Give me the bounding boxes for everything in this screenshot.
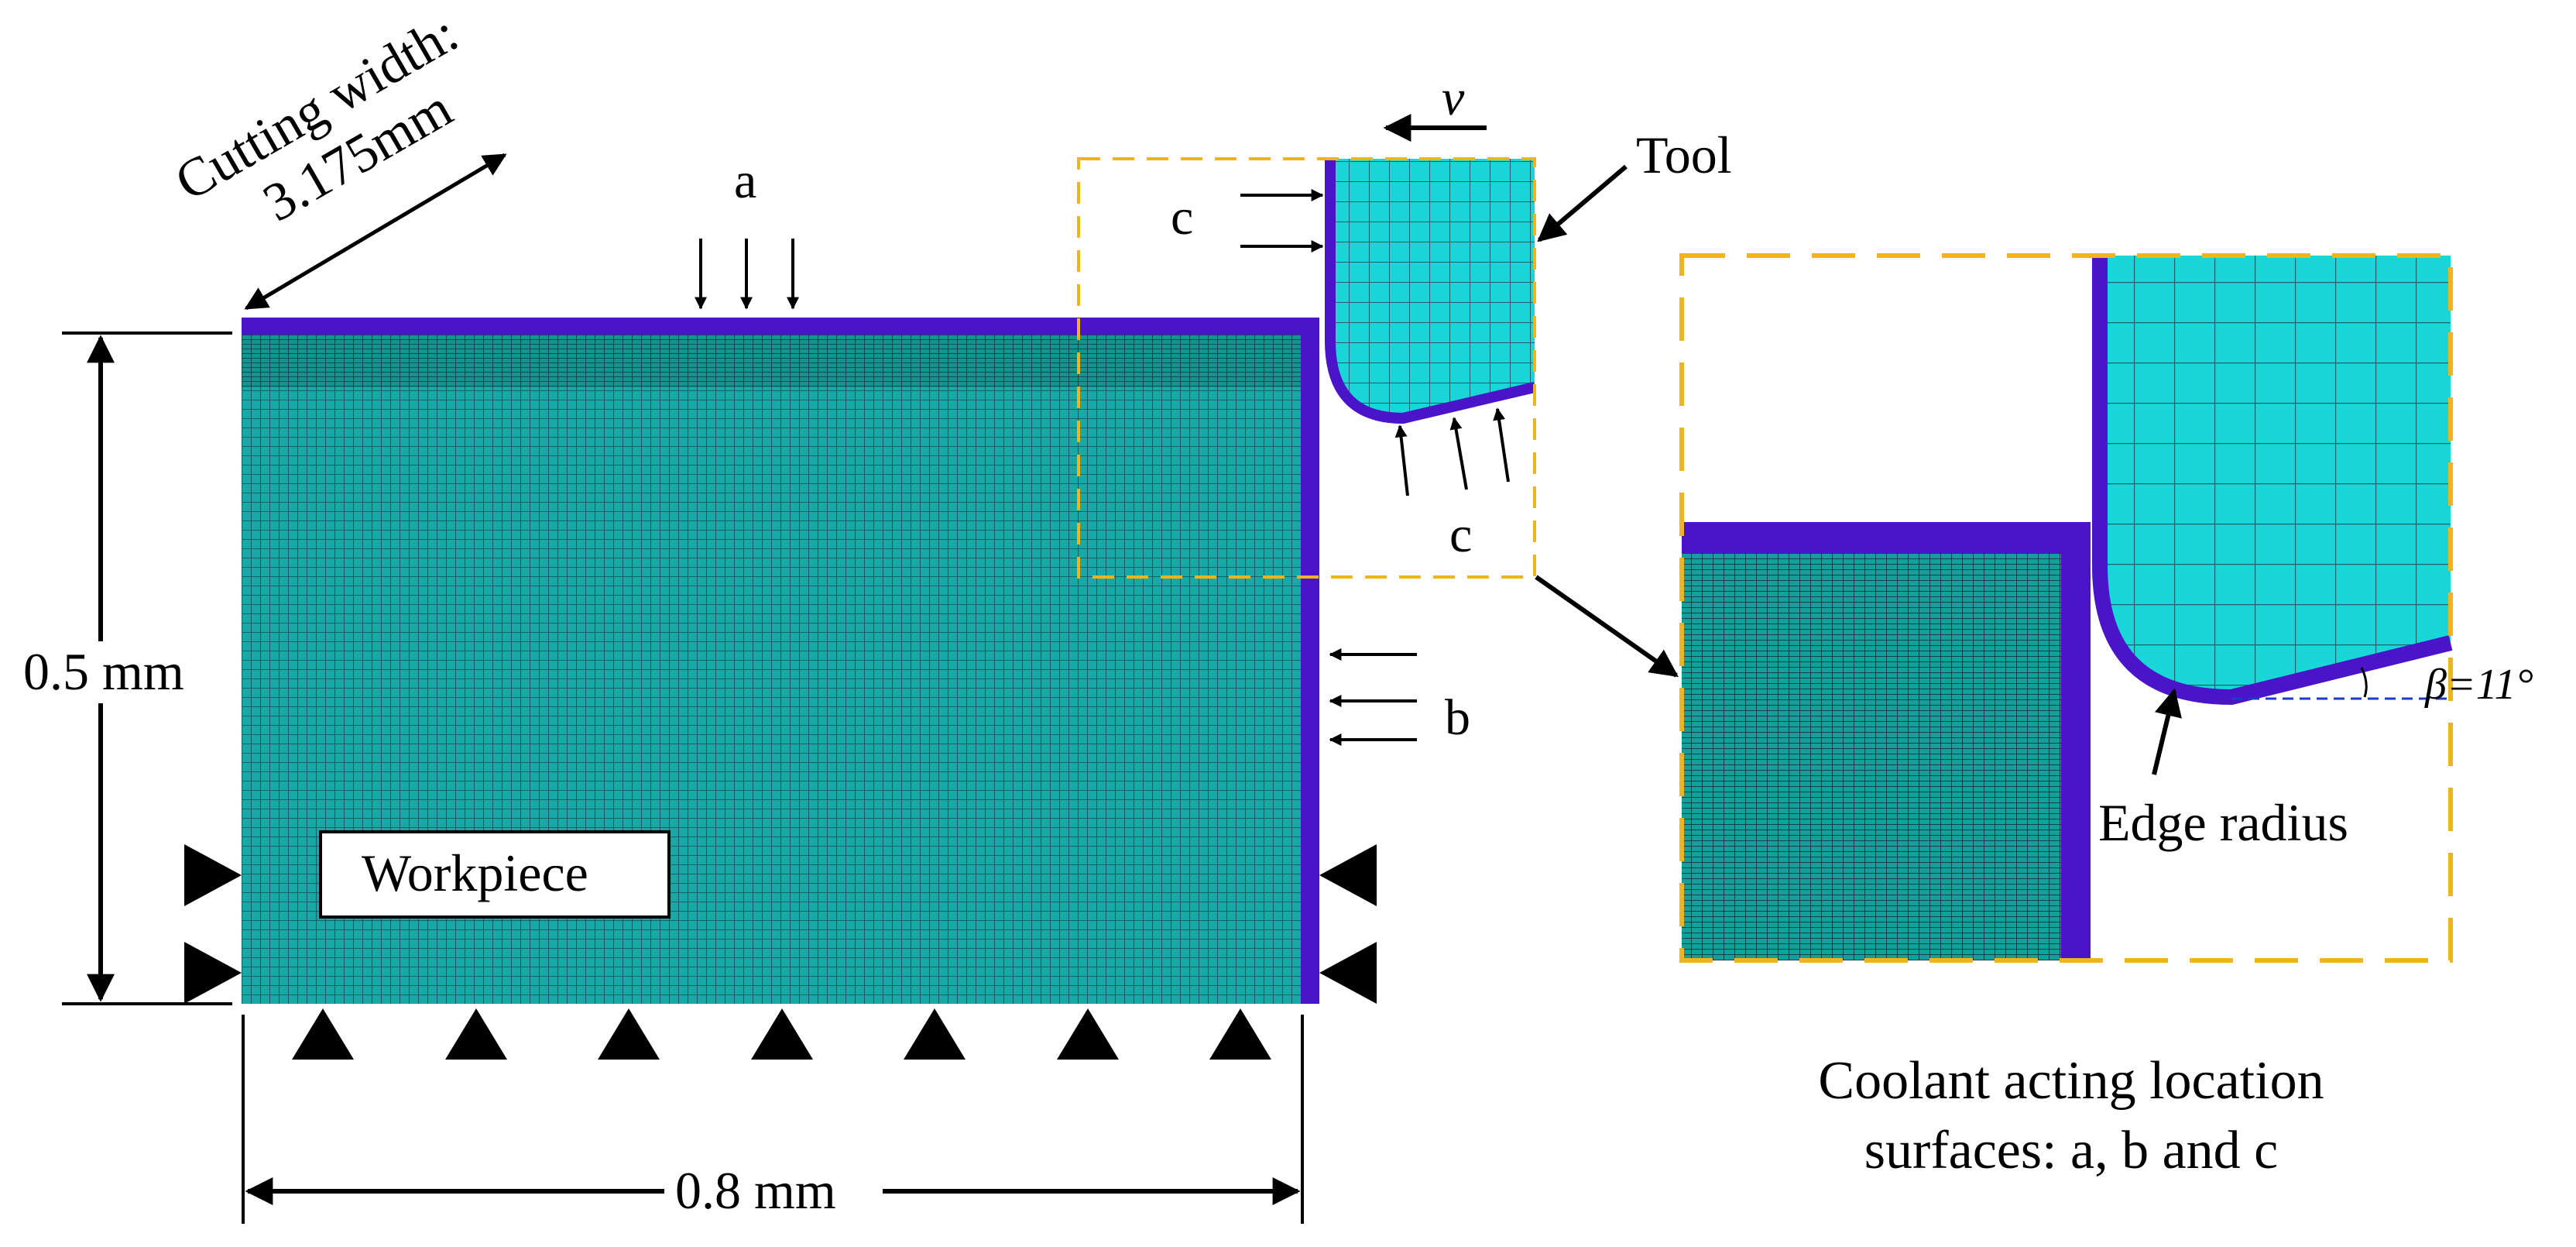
zoom-tool-mesh [2100,256,2451,697]
zoom-frame [1679,253,2453,963]
support-triangles-left [184,844,242,1004]
surface-a-arrows [695,239,799,310]
coolant-surface-a [242,318,1316,335]
beta-angle-label: β=11° [2424,661,2533,709]
height-dimension-label: 0.5 mm [23,642,184,701]
tool-mesh [1330,159,1535,418]
width-dimension-label: 0.8 mm [675,1161,836,1220]
support-triangles-right [1319,844,1377,1004]
workpiece-label: Workpiece [362,843,588,902]
edge-radius-label: Edge radius [2098,793,2348,852]
zoom-workpiece-mesh [1682,550,2061,960]
surface-c-arrows-flank [1394,407,1510,496]
velocity-label: v [1442,70,1465,126]
support-triangles-bottom [292,1008,1271,1060]
surface-c-label-left: c [1171,189,1193,246]
cutting-width-label: Cutting width: 3.175mm [166,3,468,233]
zoom-surface-a [1682,522,2091,553]
surface-c-label-bottom: c [1449,507,1472,563]
coolant-surface-c [1325,159,1536,424]
zoom-inset: β=11° Edge radius [1679,253,2533,963]
surface-b-arrows [1329,648,1417,746]
tool-pointer-arrow [1537,164,1628,242]
beta-angle-arc [2360,667,2368,698]
zoom-coolant-surface-c [2092,256,2453,705]
workpiece-label-box [319,830,671,919]
tool-zoom-region [1077,157,1536,579]
caption-line2: surfaces: a, b and c [1864,1121,2278,1180]
coolant-surface-b [1301,318,1319,1004]
surface-a-label: a [734,153,756,209]
zoom-connector-arrow [1535,575,1679,678]
edge-radius-arrow [2152,688,2182,775]
zoom-surface-b [2061,522,2091,960]
tool-label: Tool [1636,125,1732,184]
surface-c-arrows-rake [1240,189,1324,252]
surface-b-label: b [1445,689,1470,746]
cutting-width-arrow [244,153,507,311]
caption-line1: Coolant acting location [1818,1051,2324,1111]
